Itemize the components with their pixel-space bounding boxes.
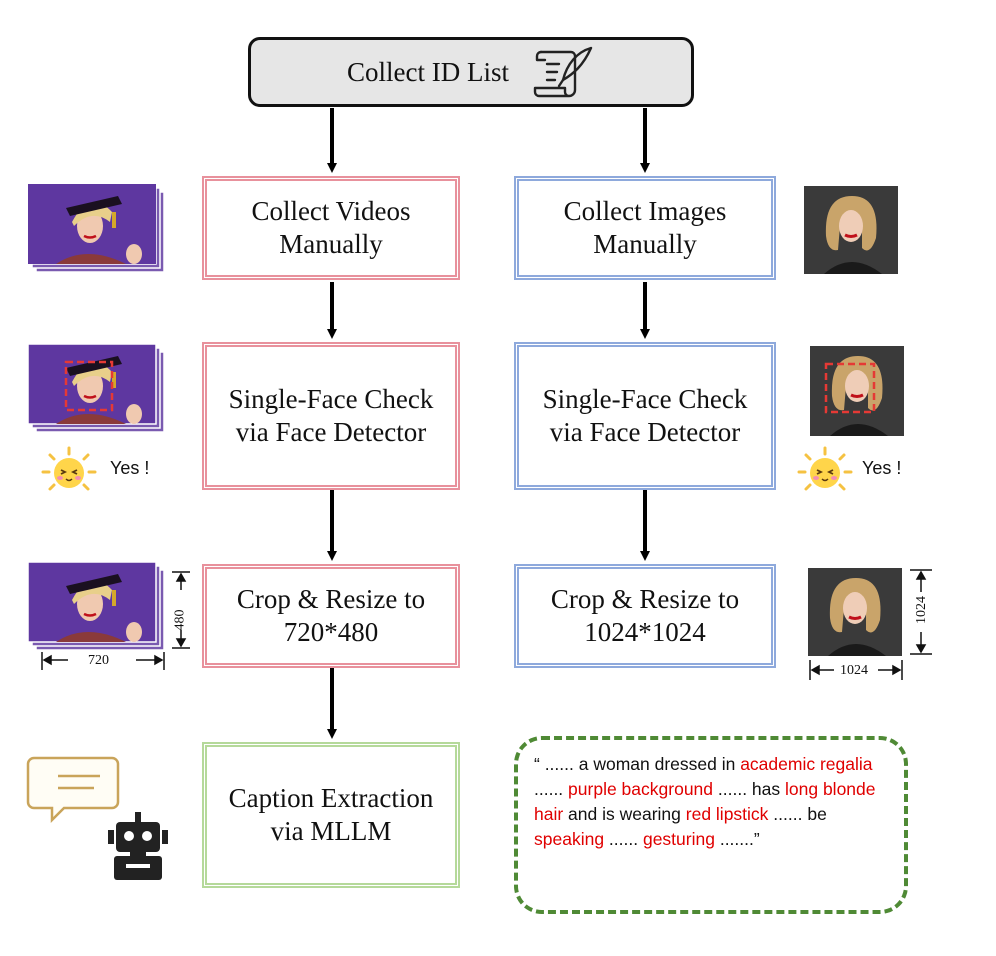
- collect-images-line1: Collect Images: [563, 196, 727, 226]
- collect-videos-box: Collect Videos Manually: [202, 176, 460, 280]
- caption-highlight-text: red lipstick: [685, 804, 769, 824]
- caption-highlight-text: academic regalia: [740, 754, 873, 774]
- right-face-check-line2: via Face Detector: [549, 417, 741, 447]
- left-single-face-check-box: Single-Face Check via Face Detector: [202, 342, 460, 490]
- crop-1024-line1: Crop & Resize to: [550, 584, 740, 614]
- left-height-label: 480: [172, 609, 188, 631]
- caption-extraction-line1: Caption Extraction: [228, 783, 434, 813]
- crop-720-line1: Crop & Resize to: [236, 584, 426, 614]
- caption-example-box: “ ...... a woman dressed in academic reg…: [514, 736, 908, 914]
- caption-text: ...... has: [713, 779, 785, 799]
- left-face-check-line1: Single-Face Check: [228, 384, 434, 414]
- caption-text: “ ...... a woman dressed in: [534, 754, 741, 774]
- right-dimension-lines: [809, 569, 932, 680]
- scroll-quill-icon: [533, 46, 593, 98]
- speech-bubble-icon: [26, 756, 120, 824]
- caption-text: and is wearing: [563, 804, 686, 824]
- left-dimension-lines: [41, 571, 190, 670]
- caption-text: ...... be: [768, 804, 827, 824]
- caption-text: ......: [604, 829, 643, 849]
- collect-videos-line1: Collect Videos: [251, 196, 411, 226]
- caption-highlight-text: long blonde hair: [534, 779, 876, 824]
- collect-videos-line2: Manually: [279, 229, 383, 259]
- robot-icon: [108, 812, 168, 880]
- portrait-image-1: [804, 186, 898, 274]
- collect-id-list-box: Collect ID List: [248, 37, 694, 107]
- right-face-check-line1: Single-Face Check: [542, 384, 748, 414]
- left-face-check-line2: via Face Detector: [235, 417, 427, 447]
- crop-720-line2: 720*480: [283, 617, 379, 647]
- video-frames-3: [27, 561, 165, 651]
- sun-face-icon: [41, 446, 97, 491]
- caption-highlight-text: purple background: [568, 779, 714, 799]
- sun-face-icon-right: [797, 446, 853, 491]
- right-height-label: 1024: [914, 596, 929, 624]
- video-frames-2: [27, 343, 165, 433]
- portrait-image-3: [808, 568, 902, 656]
- caption-text: .......”: [714, 829, 760, 849]
- crop-resize-1024-box: Crop & Resize to 1024*1024: [514, 564, 776, 668]
- collect-images-box: Collect Images Manually: [514, 176, 776, 280]
- right-yes-label: Yes !: [862, 458, 902, 478]
- caption-highlight-text: speaking: [534, 829, 605, 849]
- video-frames-1: [27, 183, 165, 273]
- collect-id-list-label: Collect ID List: [347, 56, 509, 87]
- right-single-face-check-box: Single-Face Check via Face Detector: [514, 342, 776, 490]
- portrait-image-2: [810, 346, 904, 436]
- left-yes-label: Yes !: [110, 458, 150, 478]
- crop-resize-720-box: Crop & Resize to 720*480: [202, 564, 460, 668]
- caption-highlight-text: gesturing: [642, 829, 715, 849]
- caption-text: ......: [534, 779, 569, 799]
- caption-extraction-box: Caption Extraction via MLLM: [202, 742, 460, 888]
- caption-extraction-line2: via MLLM: [270, 816, 392, 846]
- right-width-label: 1024: [840, 663, 868, 678]
- crop-1024-line2: 1024*1024: [584, 617, 706, 647]
- left-width-label: 720: [88, 653, 109, 668]
- collect-images-line2: Manually: [593, 229, 697, 259]
